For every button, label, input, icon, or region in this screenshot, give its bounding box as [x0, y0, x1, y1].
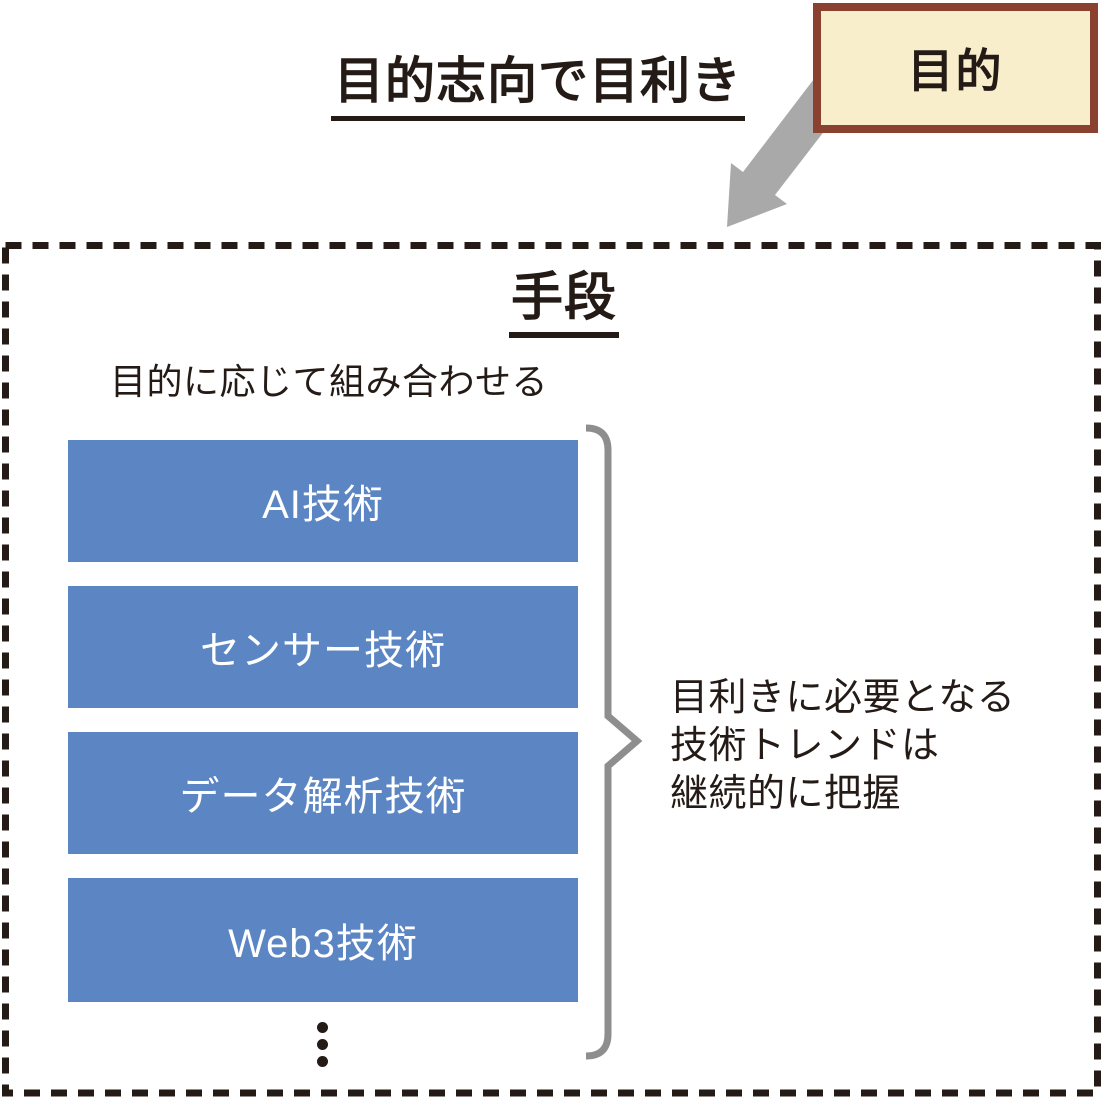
tech-bar-ai: AI技術: [68, 440, 578, 562]
page-title: 目的志向で目利き: [268, 54, 808, 121]
means-region-dashed-border: [2, 242, 1101, 1097]
means-title-text: 手段: [508, 269, 619, 339]
curly-brace-icon: [585, 424, 643, 1060]
purpose-label: 目的: [907, 45, 1004, 97]
vertical-ellipsis-icon: [317, 1022, 328, 1067]
page-title-text: 目的志向で目利き: [331, 54, 745, 121]
brace-annotation: 目利きに必要となる 技術トレンドは 継続的に把握: [670, 674, 1015, 818]
brace-annotation-line: 技術トレンドは: [670, 725, 940, 767]
means-title: 手段: [464, 269, 664, 339]
brace-annotation-line: 継続的に把握: [670, 773, 902, 815]
tech-bar-web3: Web3技術: [68, 878, 578, 1002]
tech-bar-data-analysis: データ解析技術: [68, 732, 578, 854]
ellipsis-dot: [317, 1039, 328, 1050]
brace-annotation-line: 目利きに必要となる: [670, 677, 1016, 719]
tech-bar-sensor: センサー技術: [68, 586, 578, 708]
means-subtitle: 目的に応じて組み合わせる: [110, 361, 549, 402]
purpose-box: 目的: [813, 3, 1098, 133]
ellipsis-dot: [317, 1022, 328, 1033]
ellipsis-dot: [317, 1056, 328, 1067]
